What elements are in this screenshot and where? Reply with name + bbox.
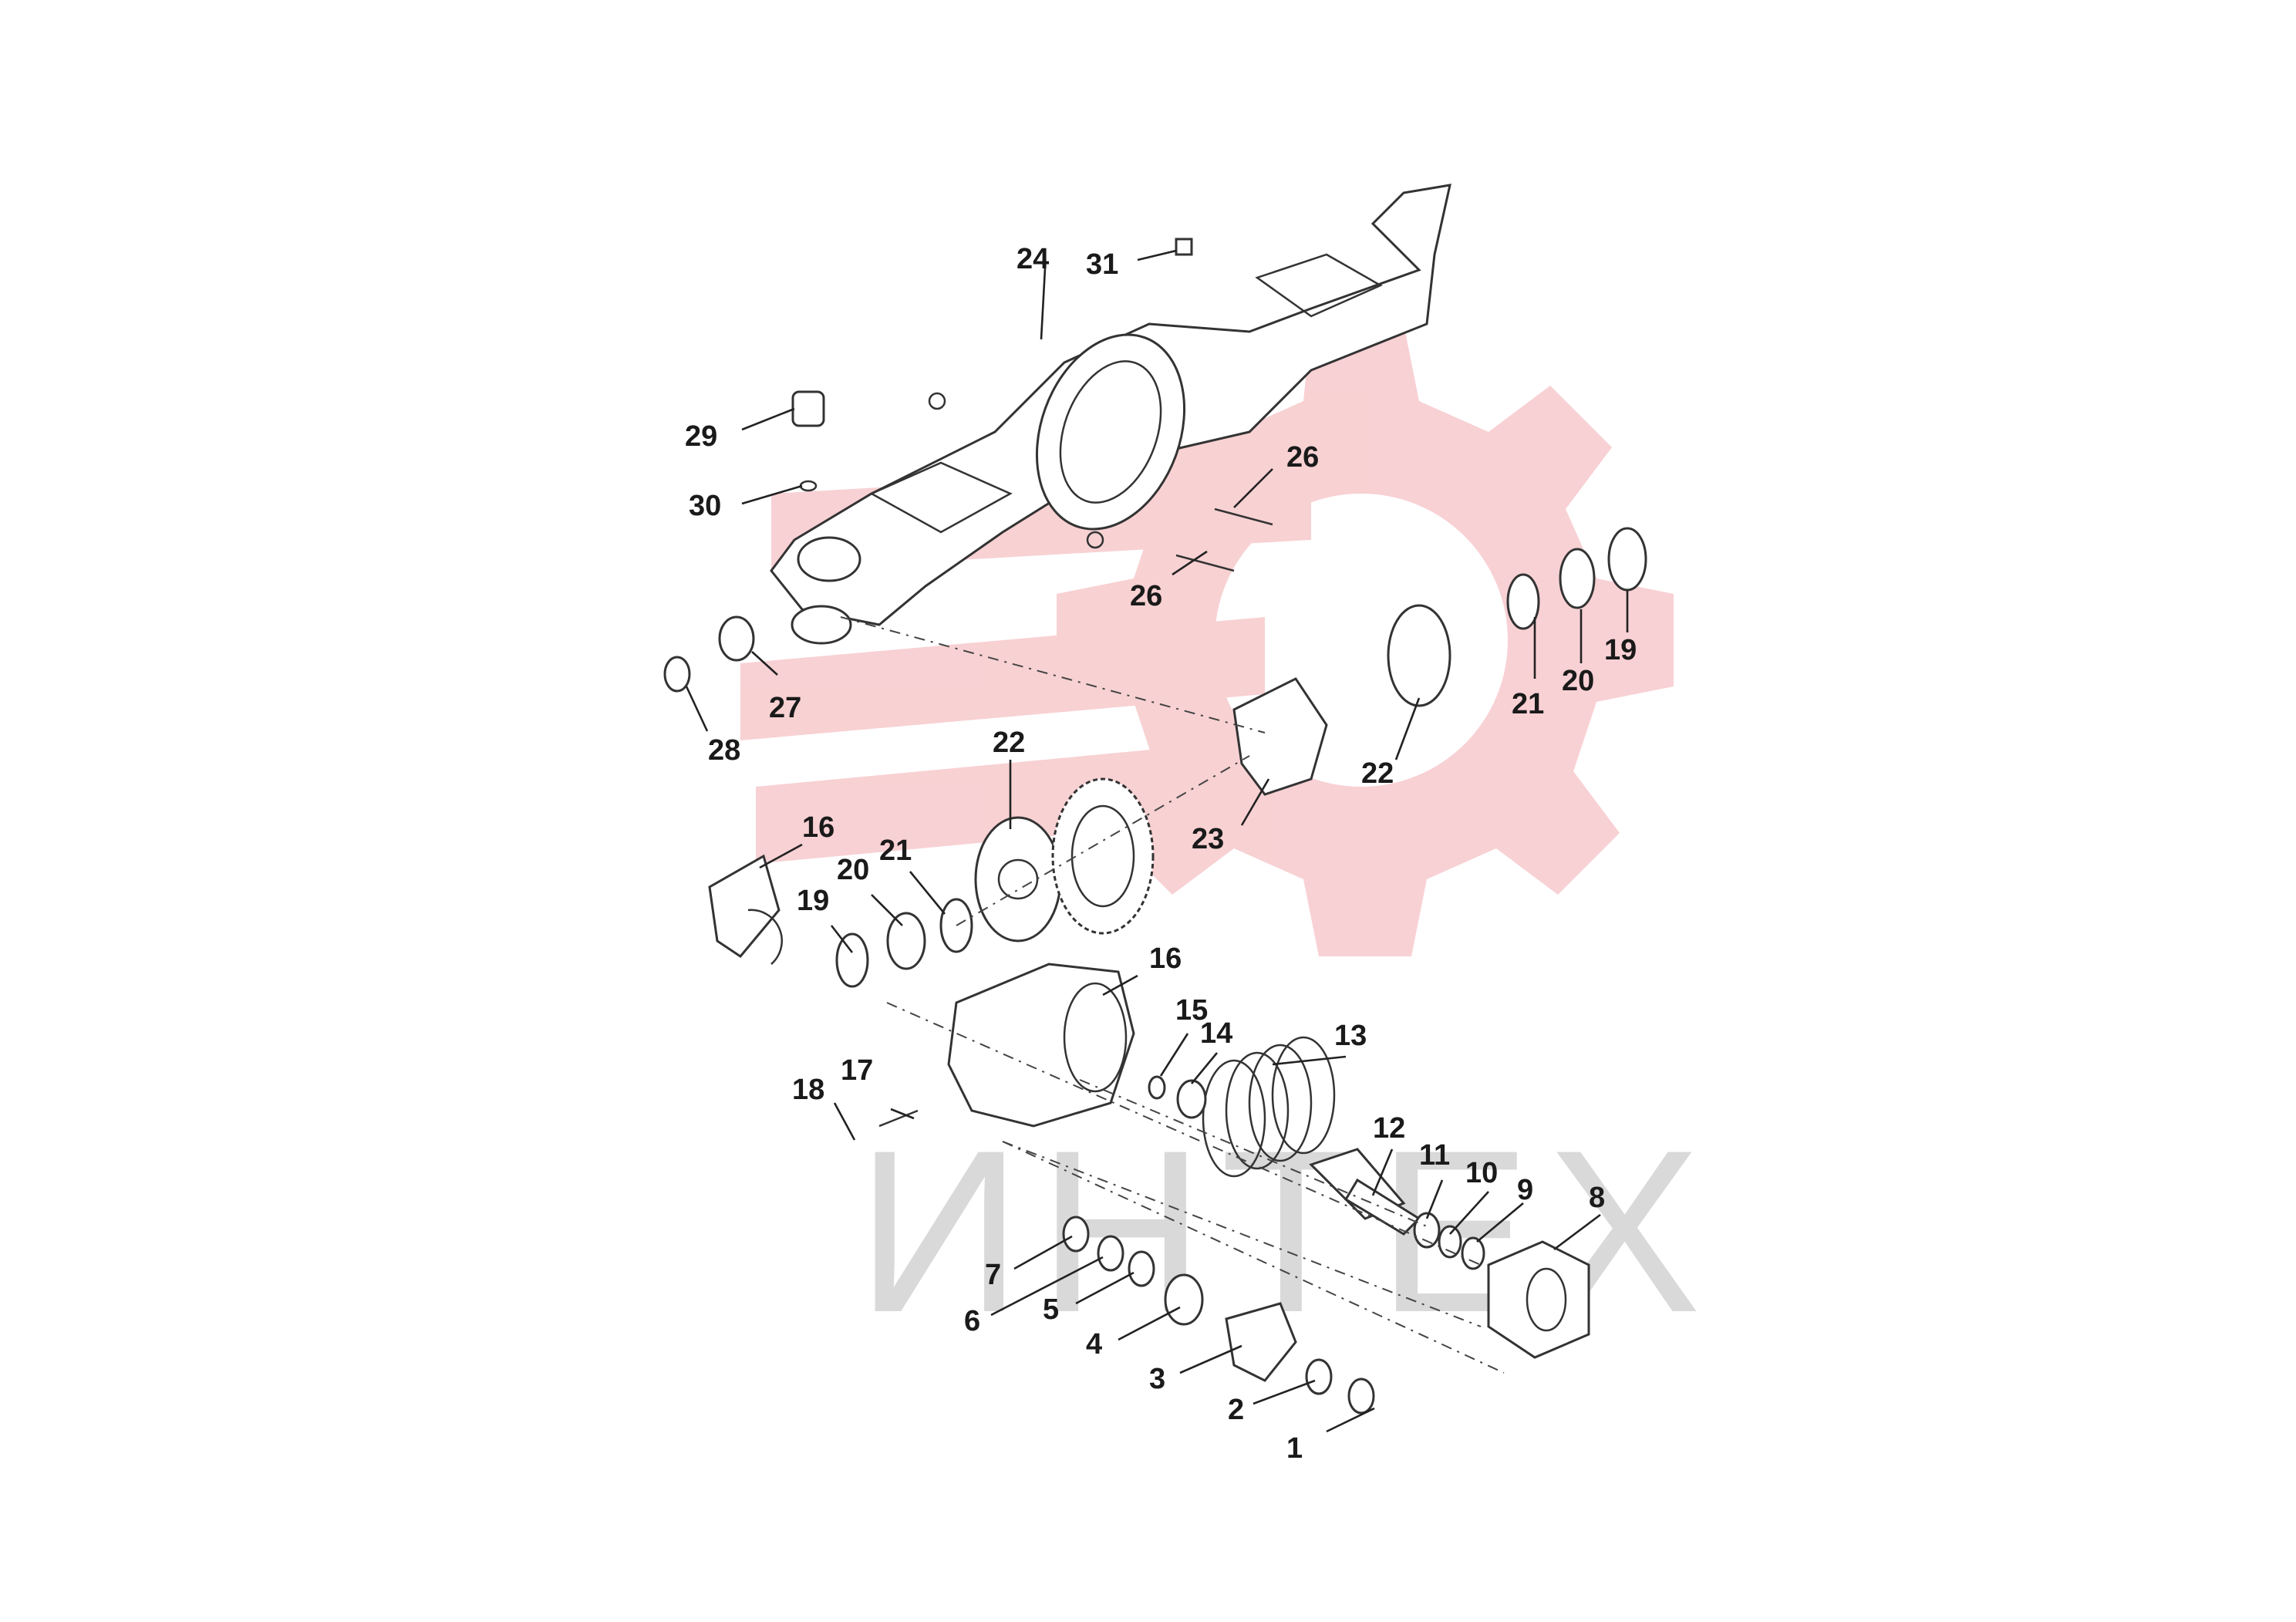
callout-23: 23: [1192, 823, 1224, 855]
flange-housing: [1487, 1240, 1590, 1359]
callout-18: 18: [792, 1074, 824, 1106]
callout-30: 30: [689, 490, 721, 522]
small-washers: [663, 238, 1485, 1415]
callout-10: 10: [1465, 1157, 1498, 1189]
callout-3: 3: [1149, 1363, 1165, 1395]
callout-22-left: 22: [993, 727, 1025, 759]
carrier-housing: [947, 963, 1135, 1128]
cap-left: [708, 854, 783, 965]
callout-7: 7: [985, 1259, 1001, 1291]
callout-14: 14: [1200, 1017, 1232, 1050]
clutch-pack: [1202, 1036, 1336, 1178]
yoke: [1225, 1302, 1297, 1382]
callout-16-upper: 16: [802, 811, 834, 844]
callout-6: 6: [964, 1305, 980, 1337]
callout-19-right: 19: [1604, 634, 1637, 666]
callout-20-left: 20: [837, 854, 869, 886]
leader-lines: [685, 249, 1629, 1433]
ring-gear: [1051, 777, 1155, 935]
bearings-right: [1506, 527, 1647, 630]
callout-15: 15: [1175, 994, 1208, 1027]
callout-29: 29: [685, 420, 717, 453]
pinion-shaft: [1309, 1148, 1421, 1236]
callout-labels: 1 2 3 4 5 6 7 8 9 10 11 12 13 14 15 16 1…: [685, 243, 1637, 1465]
callout-22-right: 22: [1361, 757, 1394, 790]
callout-5: 5: [1043, 1293, 1059, 1326]
watermark-stripe-2: [740, 617, 1265, 740]
studs: [878, 508, 1273, 1128]
callout-8: 8: [1589, 1182, 1605, 1214]
callout-2: 2: [1228, 1394, 1244, 1426]
callout-27: 27: [769, 692, 801, 724]
callout-1: 1: [1286, 1432, 1303, 1465]
callout-4: 4: [1086, 1328, 1102, 1361]
callout-26-upper: 26: [1286, 441, 1319, 474]
callout-31: 31: [1086, 248, 1118, 281]
callout-21-right: 21: [1512, 688, 1544, 720]
dashed-assembly-lines: [840, 616, 1505, 1374]
callout-11: 11: [1419, 1139, 1450, 1172]
callout-28: 28: [708, 734, 740, 767]
axle-housing: [770, 184, 1451, 645]
callout-19-left: 19: [797, 885, 829, 917]
callout-20-right: 20: [1562, 665, 1594, 697]
callout-13: 13: [1334, 1020, 1367, 1052]
callout-17: 17: [841, 1054, 873, 1087]
diff-case-right: [1387, 604, 1451, 707]
callout-21-left: 21: [879, 835, 912, 867]
watermark-stripe-3: [756, 740, 1249, 864]
callout-9: 9: [1517, 1174, 1533, 1206]
callout-12: 12: [1373, 1112, 1405, 1145]
diff-case-left: [974, 816, 1062, 943]
callout-16-lower: 16: [1149, 943, 1182, 975]
callout-24: 24: [1017, 243, 1049, 275]
spider-case: [1232, 677, 1328, 796]
callout-26-lower: 26: [1130, 580, 1162, 612]
bearings-left: [835, 898, 973, 988]
